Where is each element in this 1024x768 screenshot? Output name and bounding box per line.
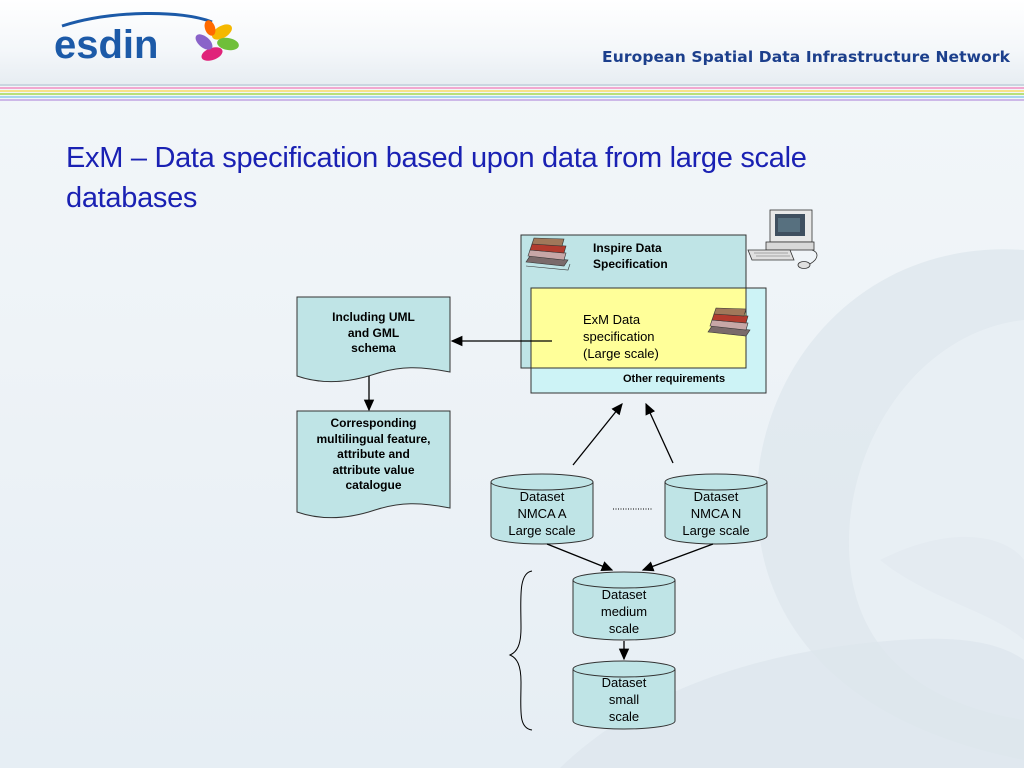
catalogue-label-line-3: attribute and xyxy=(337,447,410,461)
dataset-medium-line-2: medium xyxy=(600,604,648,619)
dataset-a-label: Dataset NMCA A Large scale xyxy=(491,488,593,539)
uml-label-line-2: and GML xyxy=(347,325,400,340)
dataset-medium-line-3: scale xyxy=(608,621,640,636)
catalogue-document-shape xyxy=(296,410,451,519)
catalogue-label-line-4: attribute value xyxy=(332,462,415,477)
dataset-medium-label: Dataset medium scale xyxy=(573,586,675,637)
slide-title: ExM – Data specification based upon data… xyxy=(66,138,866,218)
exm-label-line-2: specification xyxy=(583,329,655,344)
dataset-n-label: Dataset NMCA N Large scale xyxy=(665,488,767,539)
title-line-1: ExM – Data specification based upon data… xyxy=(66,142,807,174)
catalogue-document-label: Corresponding multilingual feature, attr… xyxy=(297,416,450,494)
exm-label-line-3: (Large scale) xyxy=(583,346,659,361)
dataset-n-cylinder xyxy=(664,473,768,545)
uml-document-label: Including UML and GML schema xyxy=(297,310,450,357)
dataset-n-line-3: Large scale xyxy=(682,523,750,538)
dataset-a-cylinder xyxy=(490,473,594,545)
dataset-a-line-3: Large scale xyxy=(508,523,576,538)
dataset-a-line-1: Dataset xyxy=(519,489,565,504)
title-line-2: databases xyxy=(66,182,198,214)
dataset-small-label: Dataset small scale xyxy=(573,674,675,725)
inspire-spec-label: Inspire Data Specification xyxy=(593,241,668,272)
catalogue-label-line-2: multilingual feature, xyxy=(316,431,431,446)
catalogue-label-line-1: Corresponding xyxy=(330,416,417,430)
uml-label-line-1: Including UML xyxy=(332,310,415,324)
dataset-n-line-2: NMCA N xyxy=(690,506,742,521)
flower-logo-icon xyxy=(195,20,239,61)
exm-label-line-1: ExM Data xyxy=(583,312,641,327)
inspire-label-line-2: Specification xyxy=(593,256,668,271)
curly-brace xyxy=(508,570,533,731)
arrow-a-to-medium xyxy=(546,543,614,571)
network-name: European Spatial Data Infrastructure Net… xyxy=(602,48,1010,66)
catalogue-label-line-5: catalogue xyxy=(345,478,402,492)
dataset-small-line-3: scale xyxy=(608,709,640,724)
uml-label-line-3: schema xyxy=(351,341,396,355)
logo-text: esdin xyxy=(54,23,158,67)
arrow-dataset-n-to-spec xyxy=(645,402,674,464)
header-stripes xyxy=(0,84,1024,101)
dataset-medium-cylinder xyxy=(572,571,676,641)
arrow-n-to-medium xyxy=(641,543,714,572)
uml-document-shape xyxy=(296,296,451,383)
inspire-label-line-1: Inspire Data xyxy=(593,241,662,255)
dataset-a-line-2: NMCA A xyxy=(517,506,567,521)
arrow-dataset-a-to-spec xyxy=(572,402,623,466)
computer-icon xyxy=(747,209,818,269)
other-requirements-label: Other requirements xyxy=(623,373,726,385)
dataset-n-line-1: Dataset xyxy=(693,489,739,504)
books-icon xyxy=(707,307,751,337)
exm-spec-label: ExM Data specification (Large scale) xyxy=(583,311,659,362)
exm-spec-box xyxy=(530,287,747,369)
dataset-medium-line-1: Dataset xyxy=(601,587,647,602)
books-icon xyxy=(525,237,571,271)
esdin-logo: esdin xyxy=(54,11,239,67)
dataset-small-cylinder xyxy=(572,660,676,730)
dataset-small-line-1: Dataset xyxy=(601,675,647,690)
dataset-small-line-2: small xyxy=(608,692,640,707)
